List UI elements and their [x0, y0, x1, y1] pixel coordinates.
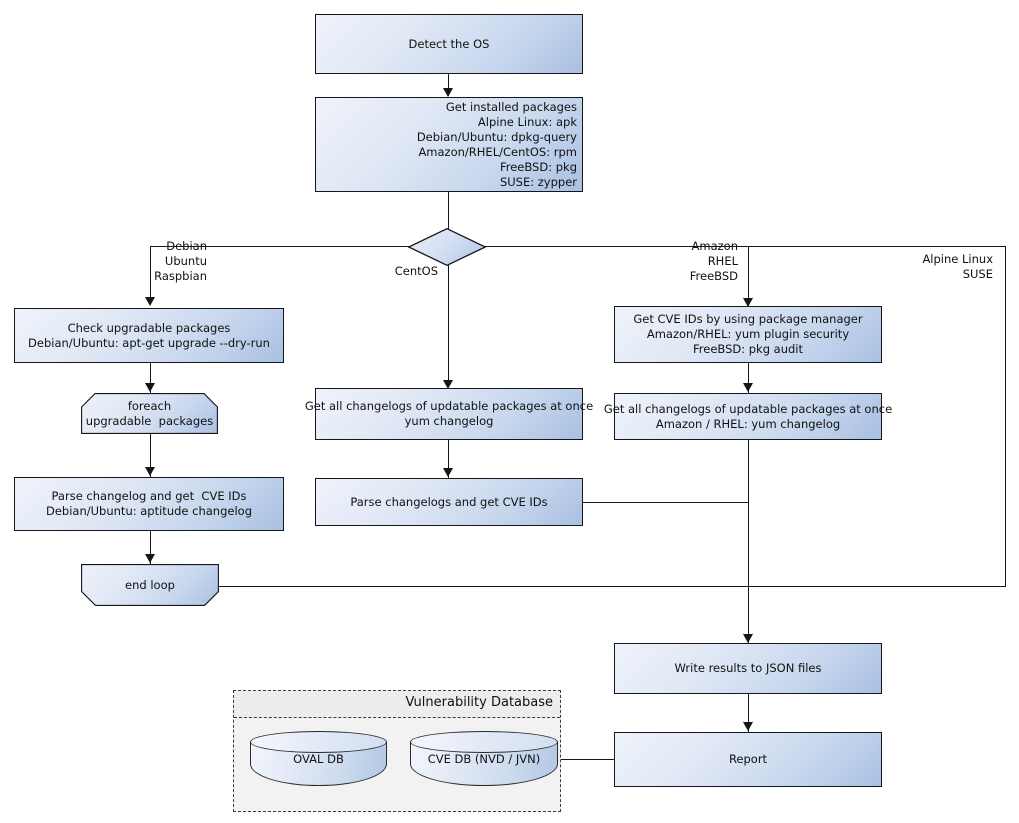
node-get-changelogs-rhel[interactable]: Get all changelogs of updatable packages…: [604, 393, 892, 440]
cve-db-label: CVE DB (NVD / JVN): [427, 751, 541, 766]
arrowhead-foreach: [145, 383, 155, 392]
oval-db-label: OVAL DB: [293, 751, 344, 766]
node-foreach-loop-label: foreach upgradable packages: [85, 398, 214, 428]
arrowhead-debian: [145, 297, 155, 306]
branch-label-amazon: Amazon RHEL FreeBSD: [689, 239, 738, 283]
node-report-label: Report: [728, 752, 768, 766]
connector-cveids-to-changelogs: [748, 363, 749, 393]
branch-label-debian: Debian Ubuntu Raspbian: [154, 239, 207, 283]
arrowhead-write-results: [743, 634, 753, 643]
db-cylinder-cve[interactable]: CVE DB (NVD / JVN): [410, 731, 558, 786]
cve-db-cylinder-top: [410, 731, 558, 753]
arrowhead-installed: [443, 88, 453, 97]
arrowhead-parse-deb: [145, 467, 155, 476]
vulnerability-database-title: Vulnerability Database: [405, 695, 553, 710]
connector-check-to-foreach: [150, 363, 151, 393]
arrowhead-rhel-changelogs: [743, 383, 753, 392]
node-get-changelogs-centos[interactable]: Get all changelogs of updatable packages…: [305, 388, 593, 440]
arrowhead-endloop: [145, 554, 155, 563]
node-get-changelogs-rhel-label: Get all changelogs of updatable packages…: [603, 401, 893, 431]
connector-detect-to-installed: [448, 74, 449, 96]
arrowhead-amazon: [743, 298, 753, 307]
node-write-results-label: Write results to JSON files: [674, 661, 822, 675]
node-end-loop[interactable]: end loop: [81, 564, 219, 606]
node-write-results[interactable]: Write results to JSON files: [614, 643, 882, 694]
endloop-shape-fill: [81, 564, 219, 606]
arrowhead-parse-centos: [443, 468, 453, 477]
connector-parse-centos-to-trunk: [582, 502, 749, 503]
group-title-bar: [234, 691, 560, 718]
node-parse-changelogs-centos-label: Parse changelogs and get CVE IDs: [350, 494, 548, 509]
node-parse-changelog-debian[interactable]: Parse changelog and get CVE IDs Debian/U…: [14, 477, 284, 531]
connector-cvedb-to-report: [561, 759, 614, 760]
connector-decision-right: [485, 246, 1006, 247]
connector-installed-to-decision: [448, 192, 449, 229]
endloop-shape-outline: [81, 564, 219, 606]
diamond-outline: [408, 228, 486, 266]
node-get-cve-ids-package-manager-label: Get CVE IDs by using package manager Ama…: [633, 312, 863, 356]
node-parse-changelogs-centos[interactable]: Parse changelogs and get CVE IDs: [315, 478, 583, 526]
connector-foreach-to-parse: [150, 434, 151, 477]
foreach-shape-outline: [81, 393, 218, 434]
arrowhead-report: [743, 722, 753, 731]
node-get-installed-packages-label: Get installed packages Alpine Linux: apk…: [416, 99, 577, 189]
connector-decision-left: [150, 246, 409, 247]
vulnerability-database-group: [233, 690, 561, 812]
branch-label-centos: CentOS: [394, 264, 438, 278]
node-report[interactable]: Report: [614, 732, 882, 787]
node-get-changelogs-centos-label: Get all changelogs of updatable packages…: [304, 399, 594, 428]
node-get-cve-ids-package-manager[interactable]: Get CVE IDs by using package manager Ama…: [614, 306, 882, 363]
oval-db-cylinder-top: [250, 731, 387, 753]
node-end-loop-label: end loop: [125, 577, 175, 592]
node-get-installed-packages[interactable]: Get installed packages Alpine Linux: apk…: [315, 97, 583, 192]
db-cylinder-oval[interactable]: OVAL DB: [250, 731, 387, 786]
branch-label-alpine: Alpine Linux SUSE: [922, 252, 993, 281]
connector-parse-to-endloop: [150, 531, 151, 564]
connector-centos-changelog-to-parse: [448, 440, 449, 478]
connector-write-to-report: [748, 694, 749, 732]
foreach-shape-fill: [81, 393, 218, 434]
node-check-upgradable[interactable]: Check upgradable packages Debian/Ubuntu:…: [14, 308, 284, 363]
node-detect-os[interactable]: Detect the OS: [315, 14, 583, 74]
connector-endloop-merge: [219, 586, 1006, 587]
connector-alpine-down: [1005, 246, 1006, 586]
node-detect-os-label: Detect the OS: [408, 36, 490, 51]
node-check-upgradable-label: Check upgradable packages Debian/Ubuntu:…: [28, 320, 270, 350]
arrowhead-centos: [443, 380, 453, 389]
node-foreach-loop[interactable]: foreach upgradable packages: [81, 393, 218, 434]
connector-rhel-trunk-down: [748, 440, 749, 643]
connector-amazon-down: [748, 246, 749, 306]
node-os-decision[interactable]: [408, 228, 486, 266]
connector-decision-centos: [448, 265, 449, 387]
connector-debian-down: [150, 246, 151, 302]
node-parse-changelog-debian-label: Parse changelog and get CVE IDs Debian/U…: [46, 489, 252, 518]
